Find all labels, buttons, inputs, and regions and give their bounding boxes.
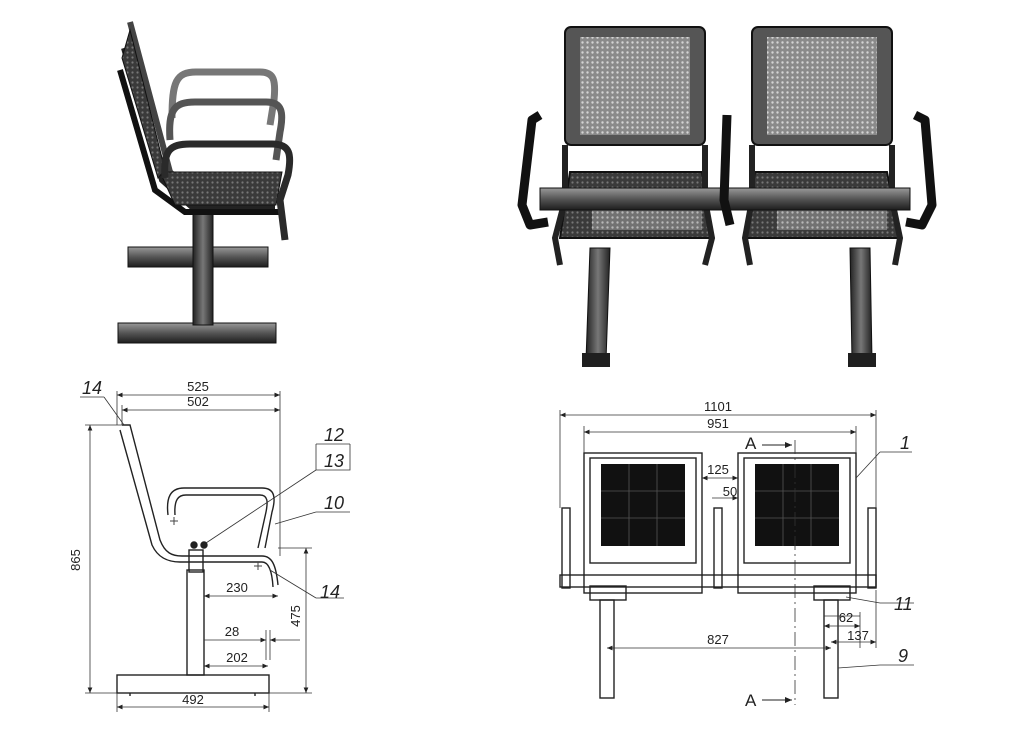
right-mesh-panel [755, 464, 839, 546]
left-mesh-panel [601, 464, 685, 546]
dim-base-length: 492 [182, 692, 204, 707]
front-dimension-lines [559, 410, 877, 651]
callout-10: 10 [324, 493, 344, 513]
dim-seat-depth: 502 [187, 394, 209, 409]
dim-tube: 28 [225, 624, 239, 639]
dim-height: 865 [68, 549, 83, 571]
callout-11: 11 [894, 594, 913, 614]
dim-overall-depth: 525 [187, 379, 209, 394]
callout-9: 9 [898, 646, 908, 666]
section-label-top: A [745, 434, 757, 453]
dim-pitch-width: 951 [707, 416, 729, 431]
dim-seat-gap: 125 [707, 462, 729, 477]
side-3d-render [117, 21, 294, 344]
dim-seat-height: 475 [288, 605, 303, 627]
side-elevation-drawing [116, 424, 279, 696]
side-centre-marks [170, 517, 262, 570]
front-leader-lines [837, 451, 914, 669]
dim-leg-centers: 827 [707, 632, 729, 647]
dim-post-offset: 202 [226, 650, 248, 665]
mesh-grid-lines [601, 464, 839, 546]
dim-arm-offset: 230 [226, 580, 248, 595]
dim-edge-offset: 137 [847, 628, 869, 643]
callout-14-bottom: 14 [320, 582, 340, 602]
dim-foot-offset: 62 [839, 610, 853, 625]
callout-12: 12 [324, 425, 344, 445]
callout-1: 1 [900, 433, 910, 453]
side-dimension-lines [85, 391, 312, 712]
section-label-bottom: A [745, 691, 757, 710]
dim-inner-gap: 50 [723, 484, 737, 499]
dim-overall-width: 1101 [704, 399, 732, 414]
side-leader-lines [80, 396, 351, 599]
front-3d-render [517, 26, 937, 367]
callout-14-top: 14 [82, 378, 102, 398]
callout-13: 13 [324, 451, 344, 471]
